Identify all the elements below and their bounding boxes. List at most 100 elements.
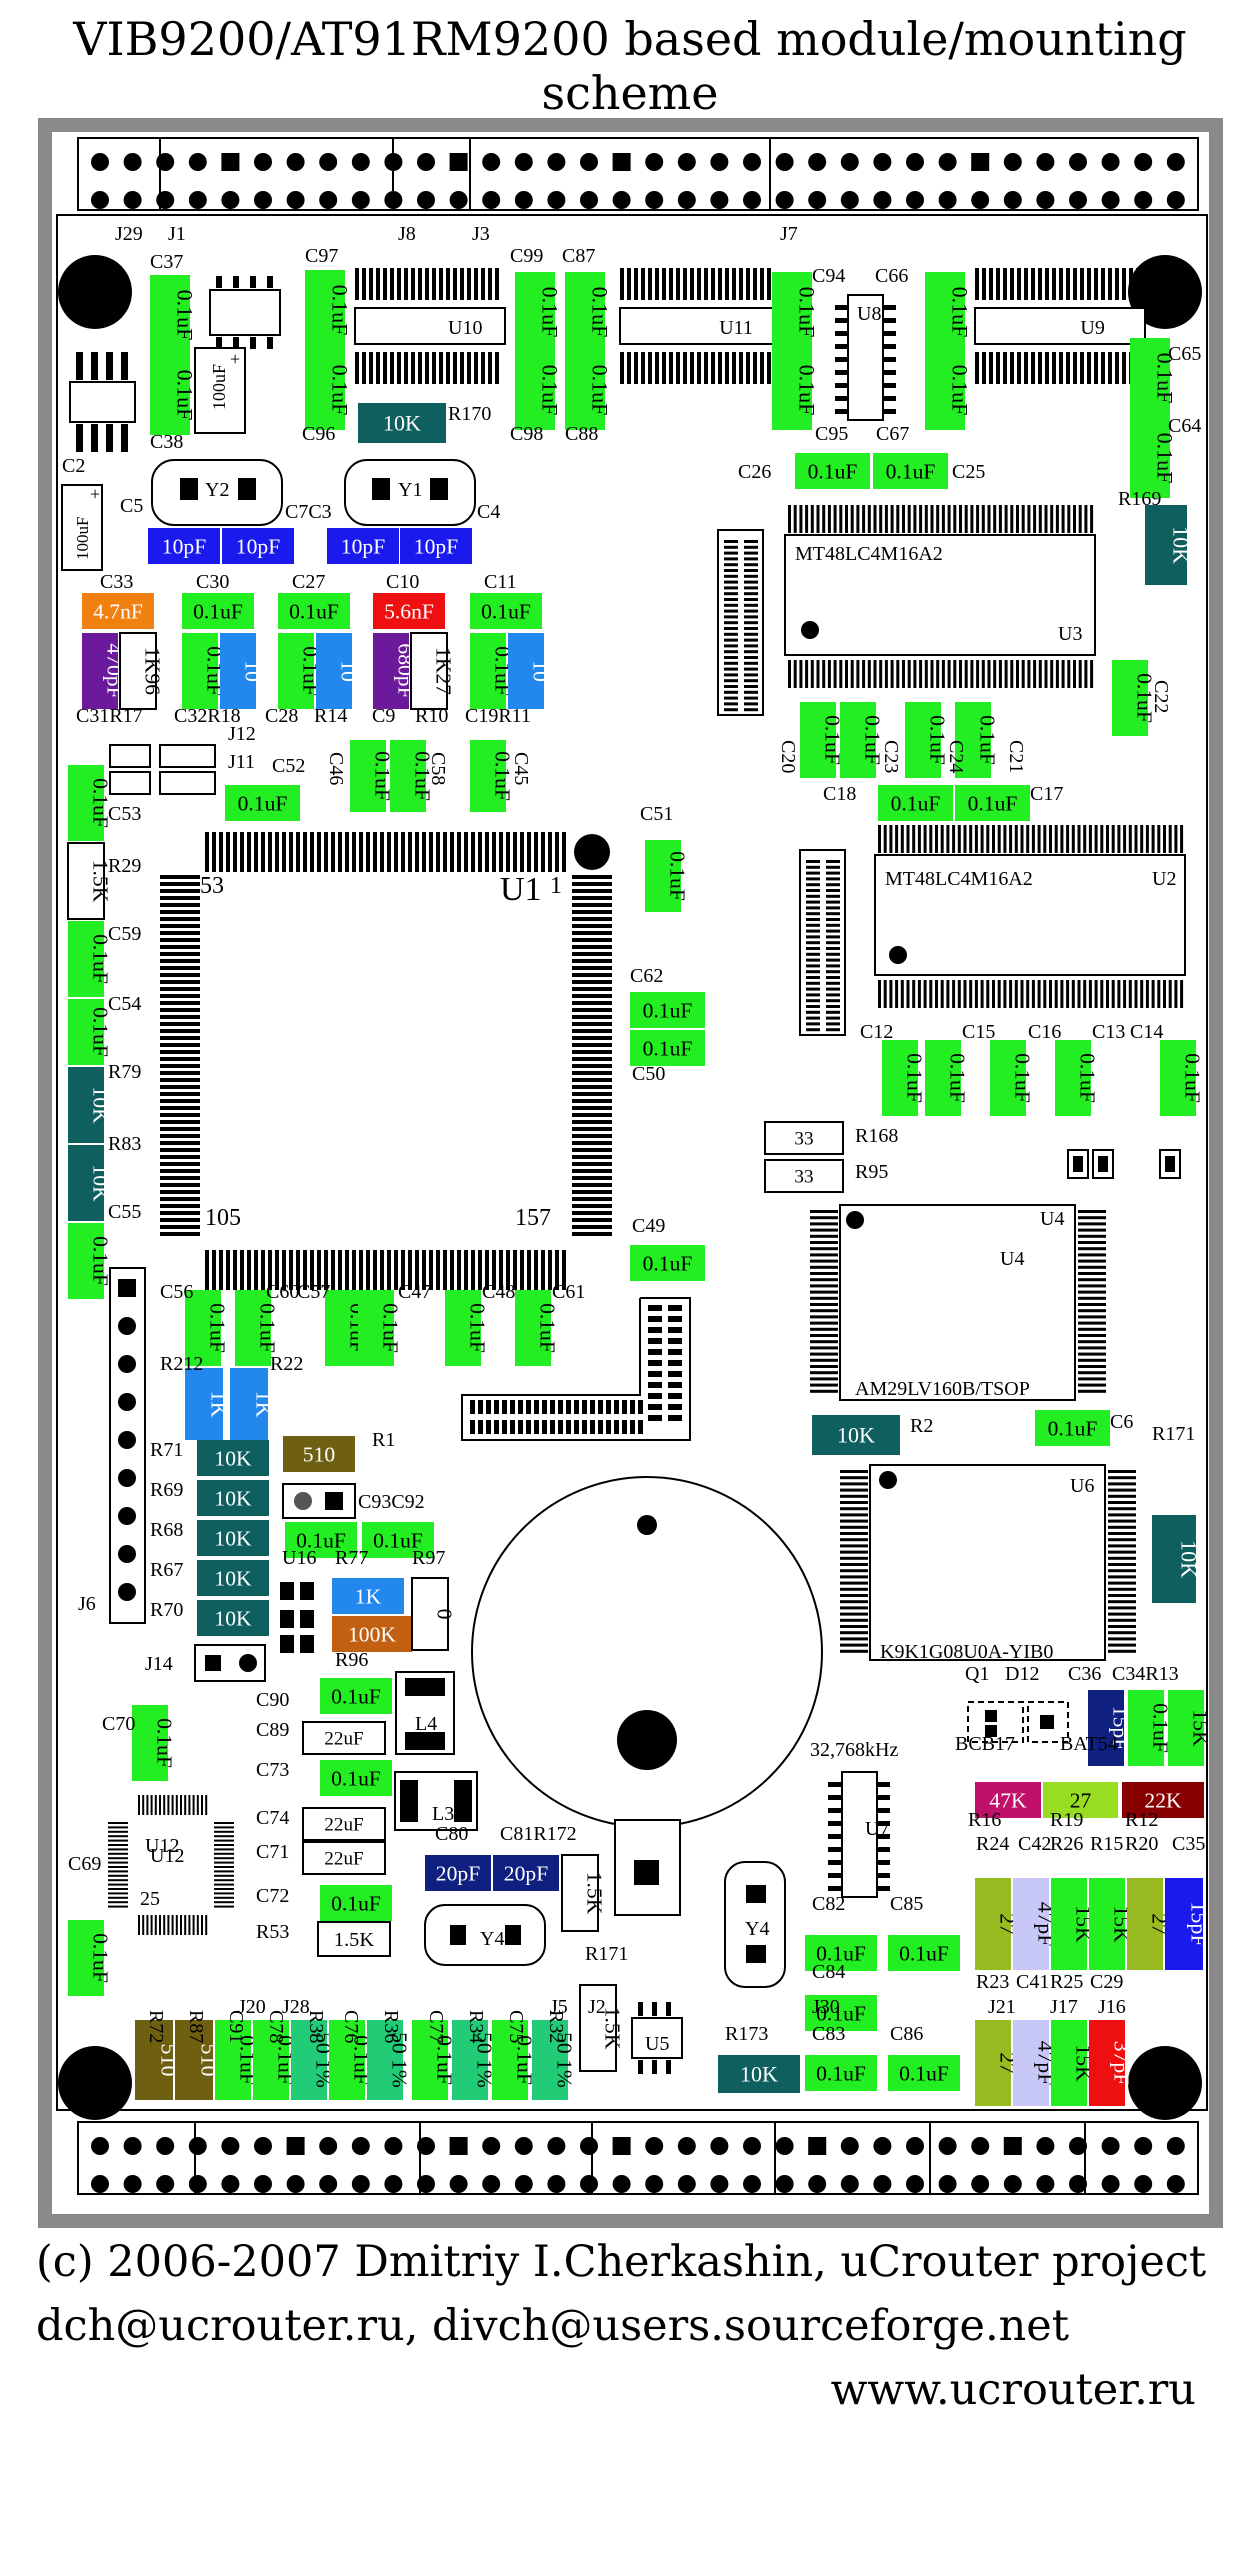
reference-label: R22 [270, 1353, 303, 1375]
page-title: VIB9200/AT91RM9200 based module/mounting… [73, 12, 1187, 120]
reference-label: C53 [108, 803, 141, 825]
component-value-text: 0.1uF [816, 2002, 866, 2026]
plus-mark-2: + [90, 484, 100, 504]
component-value-text: 0.1uF [588, 365, 613, 416]
reference-label: C54 [108, 993, 141, 1015]
component-value-text: 0.1uF [946, 1053, 970, 1103]
reference-label: C72 [256, 1885, 289, 1907]
reference-label: C57 [297, 1281, 330, 1303]
component-value-30: 10 [316, 633, 361, 709]
component-value-text: 1K96 [141, 647, 165, 695]
reference-label: R96 [335, 1649, 368, 1671]
j14-pad-round [239, 1654, 257, 1672]
component-value-text: 0.1uF [289, 600, 339, 624]
component-value-73: 0.1uF [445, 1290, 490, 1366]
reference-label: C61 [552, 1281, 585, 1303]
component-value-59: 0.1uF [800, 702, 845, 778]
component-value-text: 0.1uF [795, 287, 820, 338]
component-value-text: 20pF [504, 1862, 548, 1886]
component-value-text: 0.1uF [89, 1933, 113, 1983]
chip-u10: U10 [354, 268, 506, 384]
component-value-6: 0.1uF [515, 350, 563, 430]
reference-label: C10 [386, 571, 419, 593]
component-value-10: 0.1uF [772, 350, 820, 430]
inductor-l3-pad1 [400, 1780, 418, 1822]
reference-label-rotated: C20 [777, 740, 799, 773]
component-value-33: 1K27 [410, 632, 456, 710]
component-value-text: 0.1uF [816, 2062, 866, 2086]
component-value-117: 10K [718, 2055, 800, 2093]
reference-label: C41 [1016, 1971, 1049, 1993]
component-value-text: 0.1uF [1011, 1053, 1035, 1103]
component-value-19: 10pF [222, 528, 294, 564]
reference-label: R19 [1050, 1809, 1083, 1831]
reference-label: C66 [875, 265, 908, 287]
reference-label: R83 [108, 1133, 141, 1155]
component-value-text: 10K [383, 411, 421, 436]
reference-label: C7C3 [285, 501, 332, 523]
reference-label: C67 [876, 423, 909, 445]
component-value-68: 10K [1152, 1515, 1202, 1603]
component-value-text: 10K [1177, 1540, 1202, 1578]
component-value-53: 0.1uF [955, 785, 1030, 821]
sot-left-top [69, 381, 136, 423]
reference-label: C25 [952, 461, 985, 483]
component-value-109: 15K [1089, 1878, 1134, 1970]
reference-label-rotated: C58 [427, 752, 449, 785]
website-link[interactable]: www.ucrouter.ru [830, 2365, 1196, 2415]
reference-label: C93C92 [358, 1491, 425, 1513]
reference-label: C35 [1172, 1833, 1205, 1855]
reference-label-rotated: C22 [1150, 680, 1172, 713]
chip-marking: U12 [150, 1845, 184, 1867]
battery-hole-small [637, 1515, 657, 1535]
component-value-text: 1.5K [583, 1872, 607, 1915]
component-value-text: 10 [529, 660, 553, 682]
chip-marking: MT48LC4M16A2 [885, 868, 1033, 890]
component-value-96: 20pF [493, 1855, 559, 1891]
crystal-y4-right-pad2 [746, 1945, 766, 1963]
battery-tab-pad [634, 1860, 659, 1885]
component-value-41: 0.1uF [68, 765, 113, 841]
copyright-line: (c) 2006-2007 Dmitriy I.Cherkashin, uCro… [36, 2237, 1207, 2287]
reference-label: BAT54 [1060, 1733, 1118, 1755]
component-value-text: 0.1uF [1153, 433, 1178, 484]
reference-label: C5 [120, 495, 143, 517]
component-value-115: 0.1uF [805, 2055, 877, 2091]
reference-label: R171 [1152, 1423, 1195, 1445]
component-value-text: 10pF [236, 535, 280, 559]
component-value-text: 0.1uF [968, 792, 1018, 816]
chip-u9: U9 [974, 268, 1146, 384]
connector-label: J6 [78, 1593, 96, 1615]
chip-marking: 25 [140, 1888, 160, 1910]
component-value-97: 1.5K [561, 1854, 607, 1932]
chip-marking: 105 [205, 1205, 241, 1231]
component-value-text: 4.7nF [93, 600, 143, 624]
reference-label: C6 [1110, 1411, 1133, 1433]
component-value-21: 10pF [400, 528, 472, 564]
chip-marking: 53 [200, 873, 224, 899]
component-value-text: 0.1uF [173, 370, 198, 421]
component-value-text: 0.1uF [538, 365, 563, 416]
reference-label: C37 [150, 251, 183, 273]
top-header-connectors [77, 137, 1199, 211]
component-value-text: 0.1uF [643, 999, 693, 1023]
chip-marking: 157 [515, 1205, 551, 1231]
reference-label: R29 [108, 855, 141, 877]
component-value-text: 10K [214, 1487, 252, 1511]
component-value-72: 0.1uF [358, 1290, 403, 1366]
chip-marking: U5 [645, 2033, 669, 2055]
component-value-39: 0.1uF [470, 740, 515, 812]
reference-label: C34R13 [1112, 1663, 1179, 1685]
component-value-text: 0.1uF [1133, 673, 1157, 723]
crystal-y1-pad [372, 478, 390, 500]
component-value-text: 0.1uF [89, 778, 113, 828]
component-value-24: 1K96 [119, 632, 165, 710]
component-value-text: 0.1uF [328, 365, 353, 416]
component-value-text: 0.1uF [331, 1685, 381, 1709]
reference-label: C64 [1168, 415, 1201, 437]
component-value-text: 10K [214, 1447, 252, 1471]
component-value-82: 510 [283, 1436, 355, 1472]
reference-label: R16 [968, 1809, 1001, 1831]
component-near-r1 [282, 1483, 356, 1519]
crystal-y2-pad [180, 478, 198, 500]
